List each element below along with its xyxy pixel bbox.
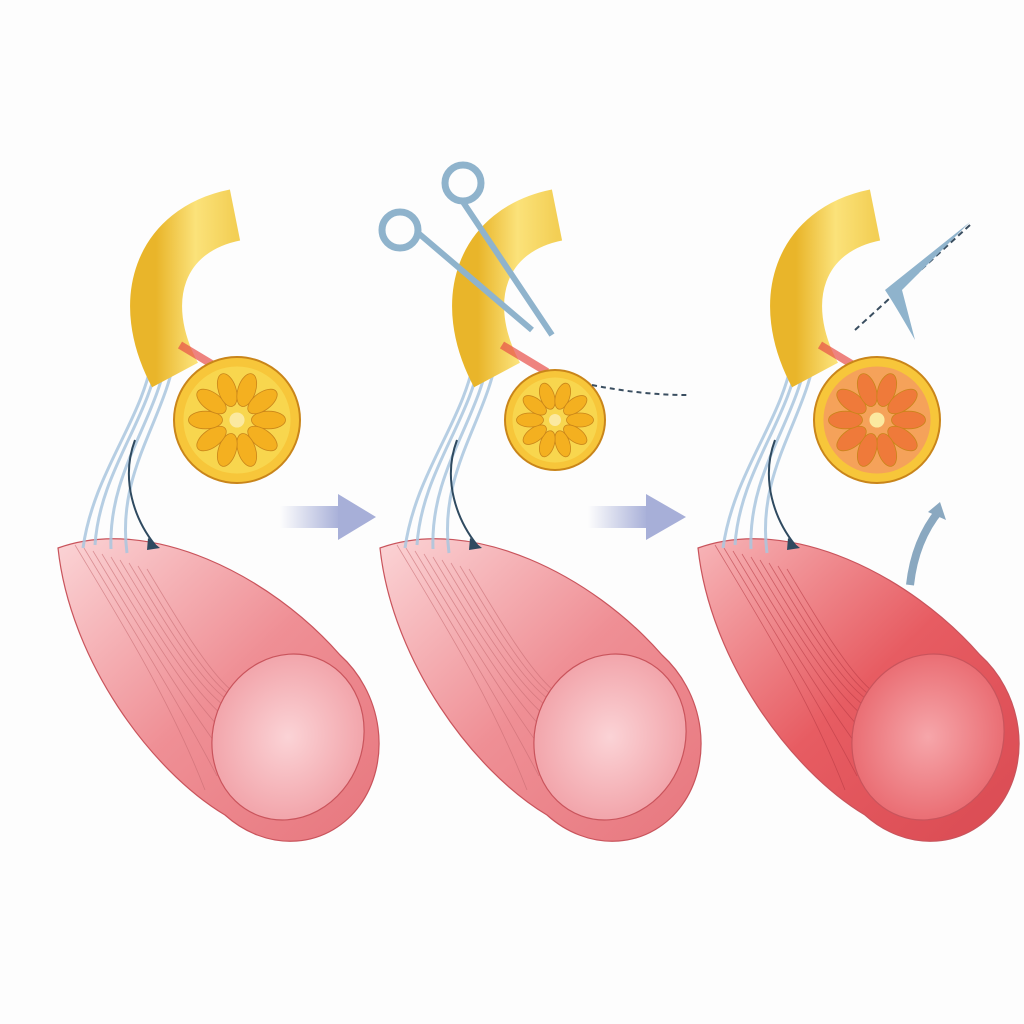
nerve-trunk <box>452 189 564 388</box>
cross-section-center <box>549 414 561 426</box>
arrow-head-icon <box>928 502 946 520</box>
fascicle <box>216 373 238 407</box>
panel-stage-1 <box>57 189 380 842</box>
fascicle <box>539 382 556 410</box>
fascicle <box>196 388 227 415</box>
fascicle <box>522 424 547 445</box>
fascicle <box>216 433 238 467</box>
muscle <box>57 538 380 842</box>
arrow-head-icon <box>469 538 482 550</box>
fascicle <box>563 395 588 416</box>
scissors-blade <box>415 200 555 337</box>
nerve-cross-section <box>173 356 301 484</box>
fascicle <box>188 410 223 430</box>
fascicle <box>251 410 286 430</box>
signal-arrow <box>767 439 796 546</box>
regeneration-arrow <box>906 507 944 586</box>
muscle-cross-section <box>211 653 365 821</box>
fascicle <box>563 424 588 445</box>
cross-section-center <box>229 412 245 428</box>
needle-tip <box>885 222 970 340</box>
fascicle <box>554 382 571 410</box>
muscle-cross-section <box>851 653 1005 821</box>
muscle-fiber-line <box>74 544 206 791</box>
fascicle <box>247 425 278 452</box>
scissors-icon <box>378 161 555 337</box>
scissors-handle <box>378 208 422 252</box>
cross-section-center <box>869 412 885 428</box>
fascicle <box>196 425 227 452</box>
needle-icon <box>854 222 971 340</box>
muscle-fiber-line <box>723 547 858 777</box>
fascicle <box>891 410 926 430</box>
fascicle <box>876 433 898 467</box>
nerve-cut-edge <box>499 341 550 376</box>
fascicle <box>539 430 556 458</box>
scissors-handle <box>441 161 485 205</box>
step-arrow <box>280 494 376 540</box>
fascicle <box>887 388 918 415</box>
fascicle <box>887 425 918 452</box>
fascicle <box>856 433 878 467</box>
muscle-cross-section <box>533 653 687 821</box>
fascicle <box>876 373 898 407</box>
nerve-cross-section <box>813 356 941 484</box>
muscle <box>379 538 702 842</box>
panel-stage-3 <box>697 189 1020 842</box>
fascicle <box>836 388 867 415</box>
fascicle <box>828 410 863 430</box>
muscle-fiber-line <box>396 544 528 791</box>
signal-arrow <box>449 439 478 546</box>
arrow-head-icon <box>147 538 160 550</box>
fascicle <box>566 412 594 428</box>
fascicle <box>236 373 258 407</box>
muscle-fiber-line <box>405 547 540 777</box>
fascicle <box>247 388 278 415</box>
fascicle <box>516 412 544 428</box>
suture-line <box>591 384 688 396</box>
nerve-cross-section <box>504 369 606 471</box>
muscle-fiber-line <box>714 544 846 791</box>
fascicle <box>522 395 547 416</box>
arrow-head-icon <box>787 538 800 550</box>
suture-line <box>854 224 971 331</box>
fascicle <box>554 430 571 458</box>
nerve-trunk <box>770 189 882 388</box>
nerve-trunk <box>130 189 242 388</box>
fascicle <box>836 425 867 452</box>
muscle <box>697 538 1020 842</box>
signal-arrow <box>127 439 156 546</box>
fascicle <box>236 433 258 467</box>
step-arrow <box>588 494 686 540</box>
panel-stage-2 <box>378 161 702 842</box>
muscle-fiber-line <box>83 547 218 777</box>
fascicle <box>856 373 878 407</box>
